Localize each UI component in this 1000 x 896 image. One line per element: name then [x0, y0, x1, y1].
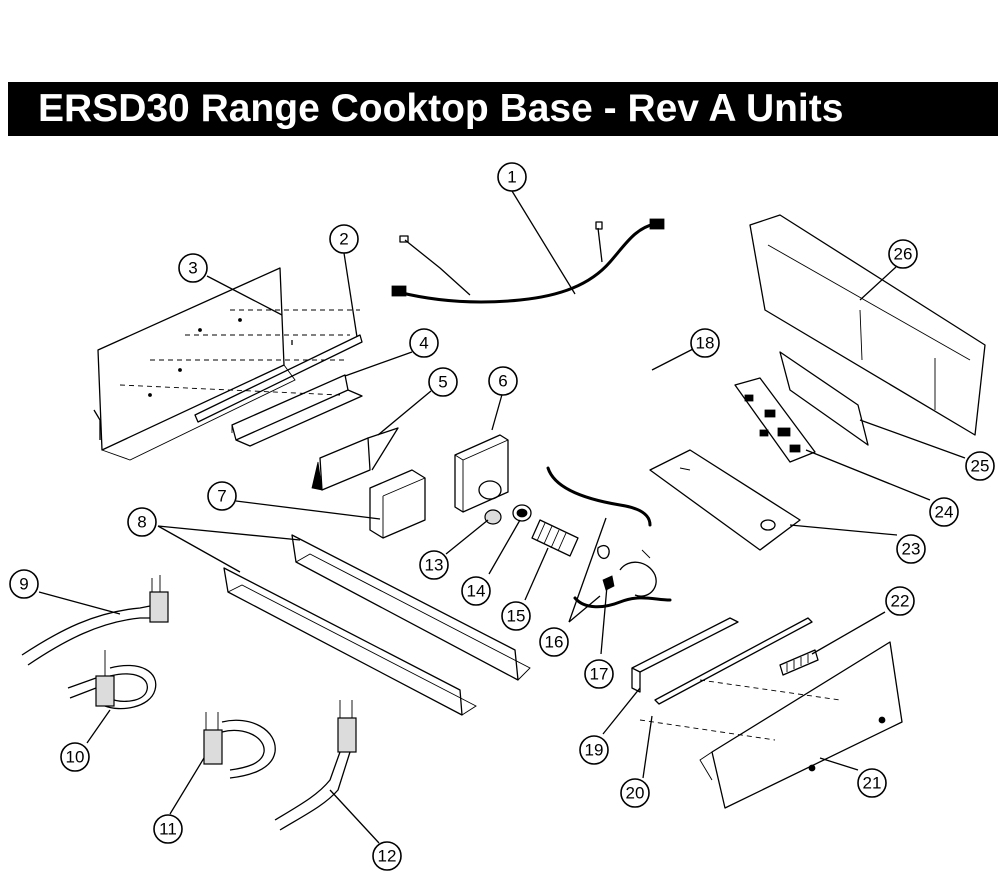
svg-text:12: 12	[378, 847, 397, 866]
svg-text:24: 24	[935, 503, 954, 522]
svg-text:8: 8	[137, 513, 146, 532]
part-hose-fittings	[597, 544, 657, 597]
callout-15: 15	[501, 601, 531, 631]
svg-text:3: 3	[188, 259, 197, 278]
callout-4: 4	[409, 328, 439, 358]
svg-text:4: 4	[419, 334, 428, 353]
callout-23: 23	[896, 534, 926, 564]
callout-5: 5	[428, 367, 458, 397]
svg-text:6: 6	[498, 372, 507, 391]
svg-text:18: 18	[696, 334, 715, 353]
callout-17: 17	[584, 659, 614, 689]
part-blower-fittings	[484, 504, 579, 557]
svg-text:21: 21	[863, 774, 882, 793]
svg-text:26: 26	[894, 245, 913, 264]
svg-text:10: 10	[66, 748, 85, 767]
callout-14: 14	[461, 576, 491, 606]
callout-6: 6	[488, 366, 518, 396]
part-front-brackets	[631, 617, 813, 705]
callout-7: 7	[207, 481, 237, 511]
svg-text:19: 19	[585, 741, 604, 760]
svg-text:2: 2	[339, 230, 348, 249]
callout-9: 9	[9, 569, 39, 599]
part-tube-valve-assembly-a	[21, 575, 169, 666]
callout-19: 19	[579, 735, 609, 765]
part-tube-valve-assembly-b	[67, 650, 157, 710]
svg-text:11: 11	[159, 820, 177, 839]
callout-12: 12	[372, 841, 402, 871]
page-title: ERSD30 Range Cooktop Base - Rev A Units	[38, 87, 844, 130]
callout-26: 26	[888, 239, 918, 269]
svg-text:23: 23	[902, 540, 921, 559]
callout-16: 16	[539, 627, 569, 657]
callout-21: 21	[857, 768, 887, 798]
part-blower-housing	[454, 434, 509, 513]
callout-1: 1	[497, 162, 527, 192]
title-bar: ERSD30 Range Cooktop Base - Rev A Units	[8, 82, 998, 136]
part-tube-valve-assembly-c	[203, 712, 276, 779]
callout-2: 2	[329, 224, 359, 254]
svg-text:7: 7	[217, 487, 226, 506]
callout-11: 11	[153, 814, 183, 844]
svg-text:15: 15	[507, 607, 526, 626]
part-wire-harness	[391, 218, 665, 304]
svg-text:20: 20	[626, 784, 645, 803]
callout-18: 18	[690, 328, 720, 358]
part-flex-hoses	[546, 466, 672, 609]
svg-text:16: 16	[545, 633, 564, 652]
part-back-panel	[749, 214, 986, 436]
callout-24: 24	[929, 497, 959, 527]
svg-text:5: 5	[438, 373, 447, 392]
part-board-panel	[779, 351, 869, 446]
svg-text:14: 14	[467, 582, 486, 601]
svg-text:1: 1	[507, 168, 516, 187]
svg-text:17: 17	[590, 665, 609, 684]
svg-text:22: 22	[891, 592, 910, 611]
callout-20: 20	[620, 778, 650, 808]
part-terminal-block	[779, 649, 819, 676]
svg-text:13: 13	[425, 556, 444, 575]
callout-22: 22	[885, 586, 915, 616]
callout-8: 8	[127, 507, 157, 537]
part-control-board	[734, 377, 816, 463]
part-base-rails	[223, 340, 531, 716]
part-mounting-bracket	[369, 469, 426, 539]
part-bracket-channel	[231, 374, 363, 447]
part-control-module	[311, 427, 399, 491]
svg-text:25: 25	[971, 457, 990, 476]
part-side-panel	[93, 267, 360, 461]
part-base-plate	[649, 449, 801, 551]
callout-3: 3	[178, 253, 208, 283]
svg-text:9: 9	[19, 575, 28, 594]
callout-leaders	[38, 190, 966, 844]
part-tube-valve-assembly-d	[274, 700, 357, 831]
part-bottom-panel	[639, 641, 903, 809]
part-trim-strip	[194, 334, 363, 423]
callout-10: 10	[60, 742, 90, 772]
callout-25: 25	[965, 451, 995, 481]
callout-13: 13	[419, 550, 449, 580]
